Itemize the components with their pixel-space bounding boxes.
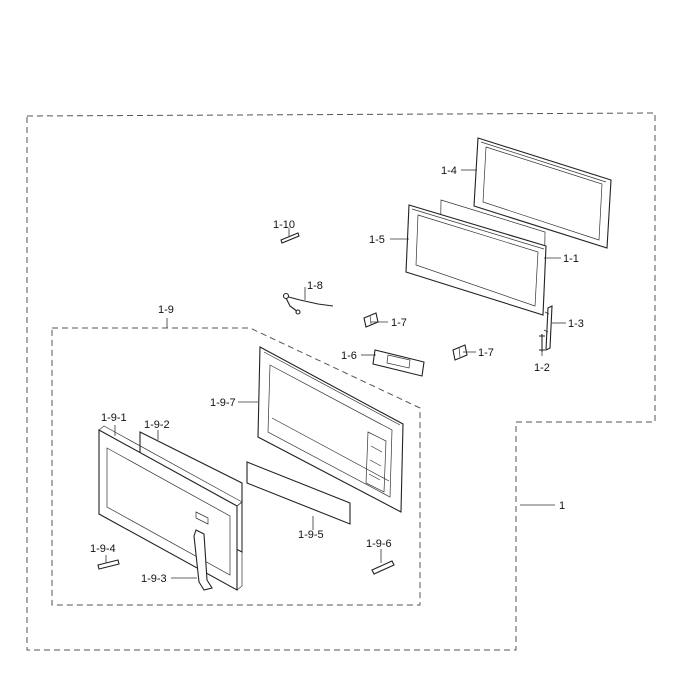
part-1-7-hinge-b <box>452 344 468 361</box>
subassembly-boundary-1-9 <box>51 327 421 606</box>
callout-1-8: 1-8 <box>307 280 323 292</box>
callout-1-9-7: 1-9-7 <box>210 397 236 409</box>
part-1-3-latch <box>543 305 553 351</box>
leader-lines <box>105 169 566 579</box>
assembly-boundary-1 <box>26 112 656 651</box>
part-1-9-3-handle <box>193 529 213 591</box>
callout-1-6: 1-6 <box>341 350 357 362</box>
callout-1-9: 1-9 <box>158 304 174 316</box>
callout-1-7-a: 1-7 <box>391 317 407 329</box>
callout-1-9-5: 1-9-5 <box>298 529 324 541</box>
part-1-6-bracket <box>372 349 425 377</box>
part-1-7-hinge-a <box>363 312 379 328</box>
callout-1-9-1: 1-9-1 <box>101 412 127 424</box>
callout-1-4: 1-4 <box>441 165 457 177</box>
callout-1-10: 1-10 <box>273 219 295 231</box>
part-1-5-door-screen <box>405 204 547 316</box>
callout-1-9-4: 1-9-4 <box>90 543 116 555</box>
part-1-9-4-strip <box>97 559 120 570</box>
part-1-9-6-clip <box>371 560 395 575</box>
callout-1-9-3: 1-9-3 <box>141 573 167 585</box>
callout-1-3: 1-3 <box>568 318 584 330</box>
callout-1-7-b: 1-7 <box>478 347 494 359</box>
part-1-2-spring <box>539 334 545 352</box>
callout-1-5: 1-5 <box>369 234 385 246</box>
callout-1-1: 1-1 <box>563 253 579 265</box>
part-1-10-pin <box>280 232 300 244</box>
callout-1-9-6: 1-9-6 <box>366 538 392 550</box>
callout-1: 1 <box>559 500 565 512</box>
part-1-9-5-sheet <box>246 461 351 525</box>
part-1-8-wire <box>282 292 334 315</box>
callout-1-9-2: 1-9-2 <box>144 419 170 431</box>
part-1-9-7-inner-panel <box>257 346 404 513</box>
part-1-4-door-frame <box>473 137 612 249</box>
callout-labels: 1 1-1 1-2 1-3 1-4 1-5 1-6 1-7 1-7 1-8 1-… <box>90 165 584 585</box>
callout-1-2: 1-2 <box>534 362 550 374</box>
